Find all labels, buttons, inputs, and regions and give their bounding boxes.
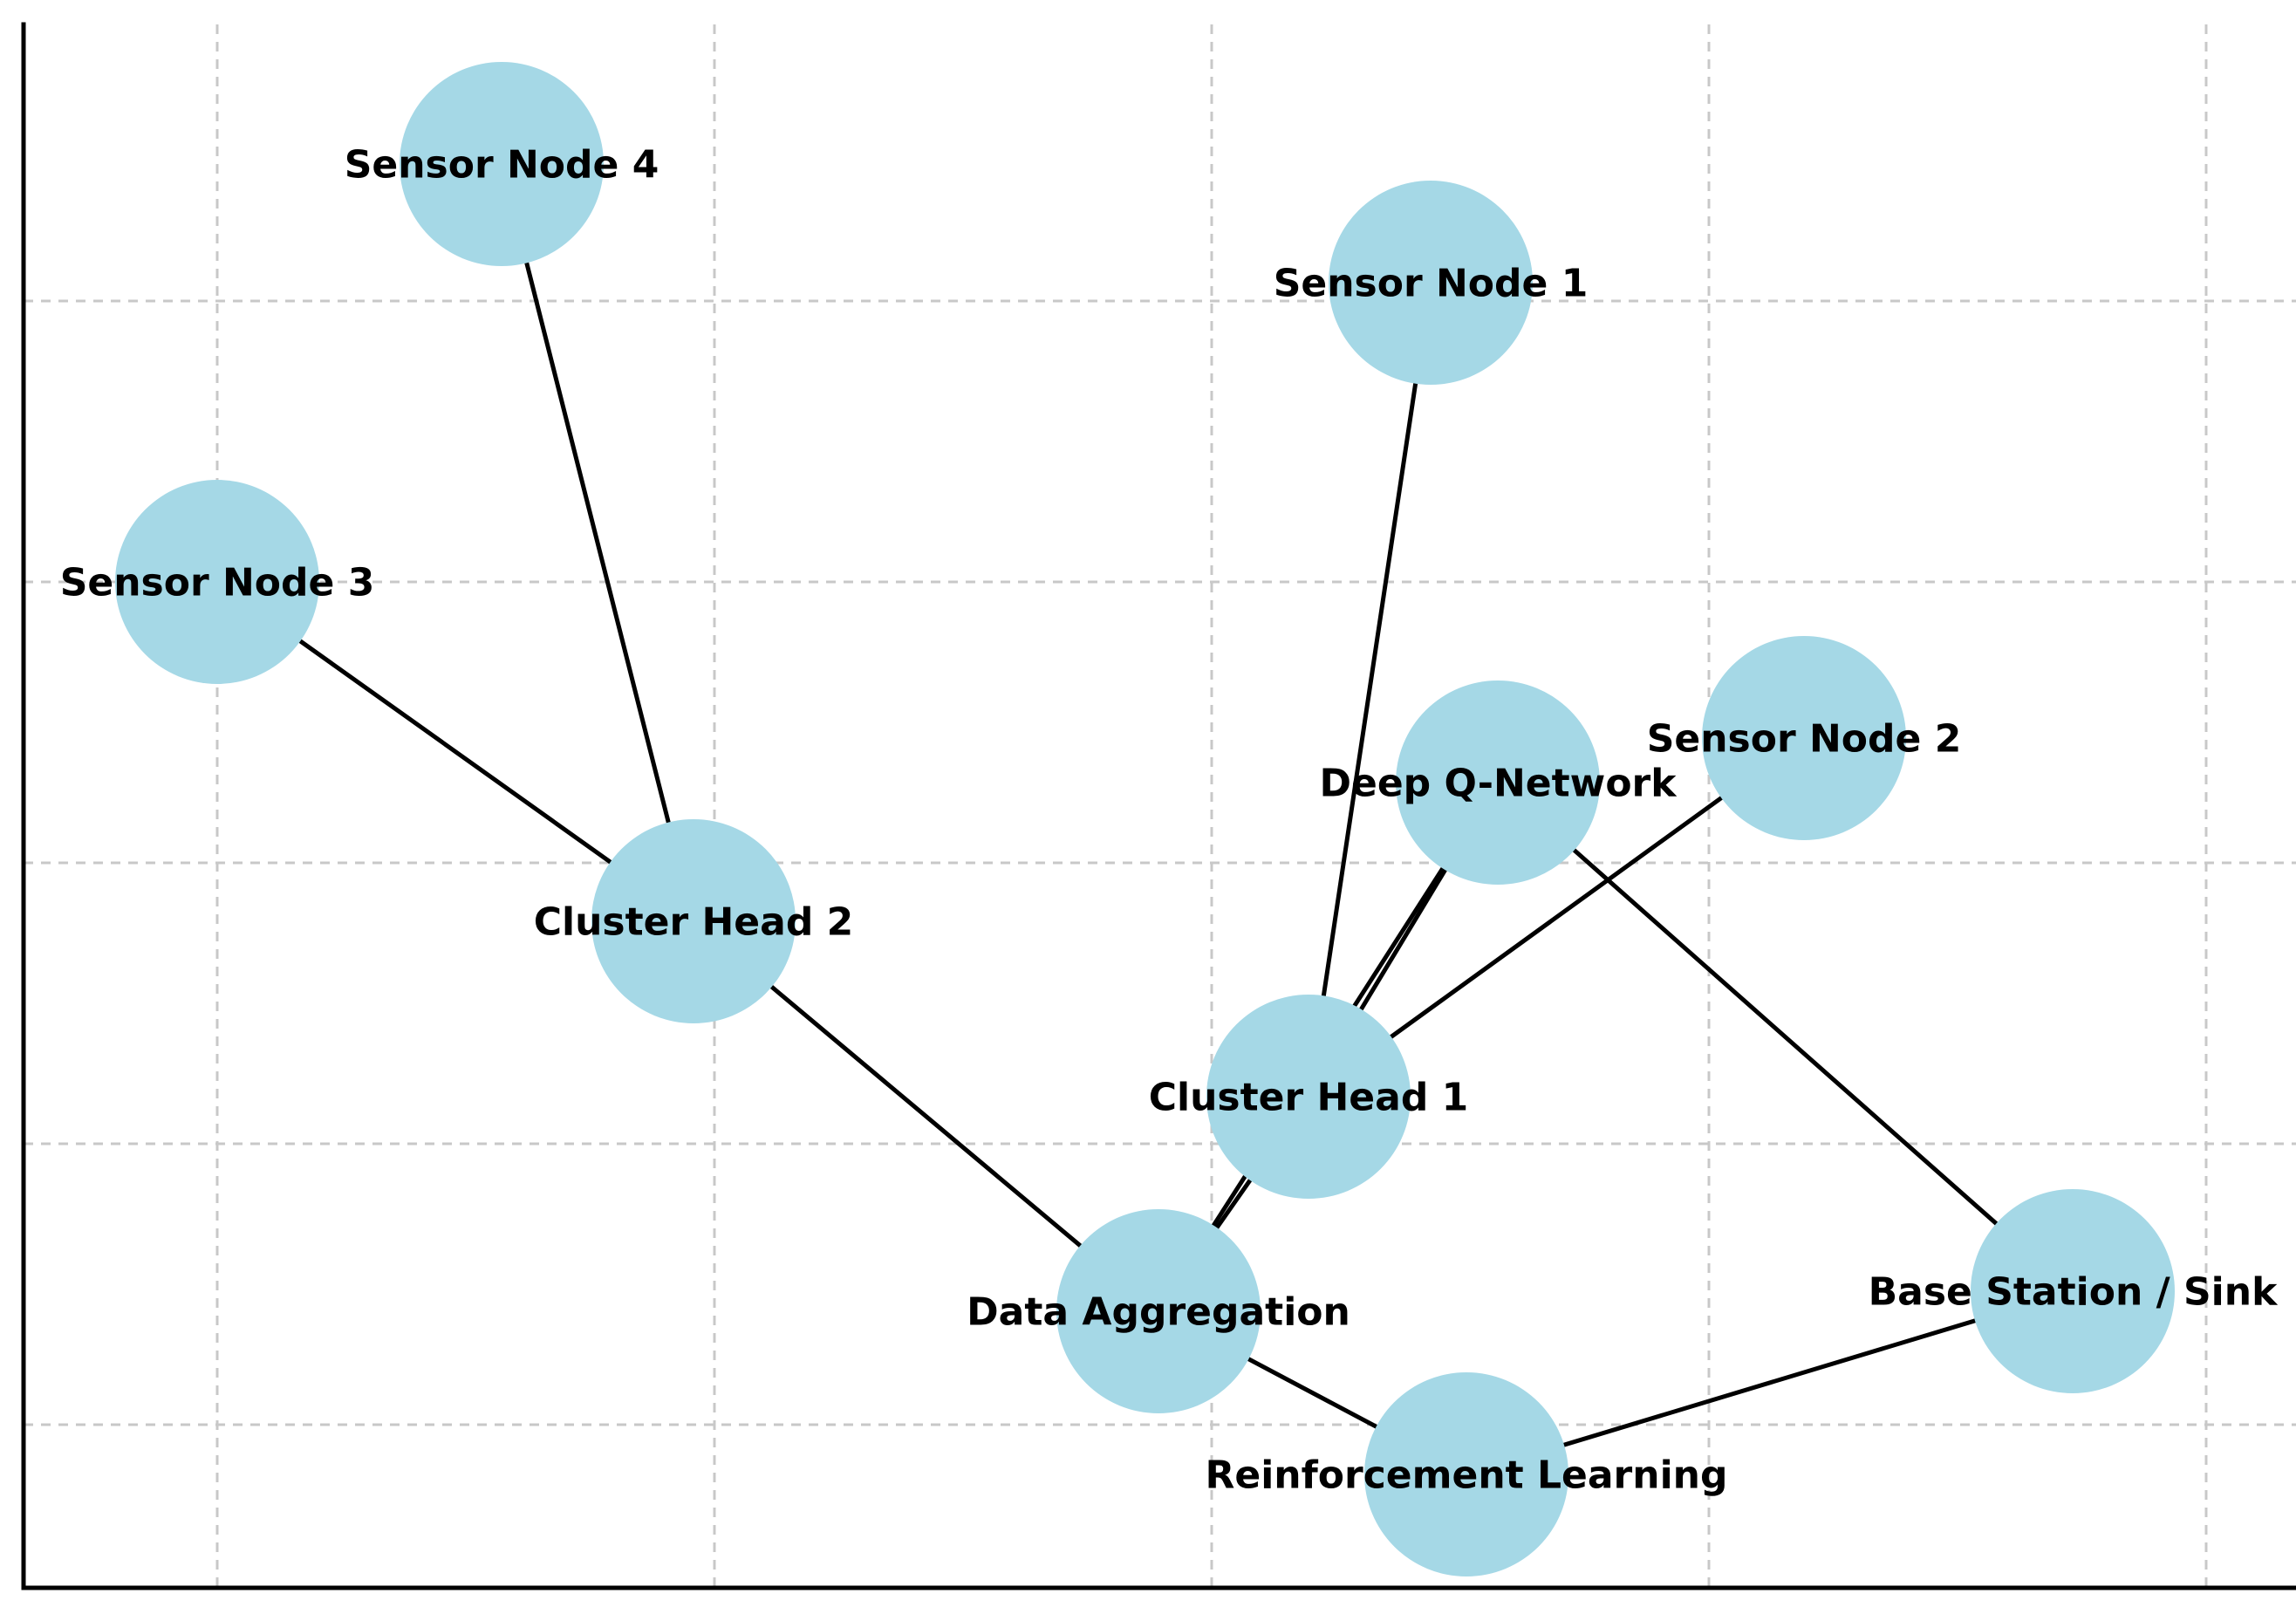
node-label-reinforcement-learning: Reinforcement Learning — [1206, 1453, 1728, 1497]
nodes-layer — [115, 62, 2175, 1576]
node-label-cluster-head-1: Cluster Head 1 — [1149, 1075, 1469, 1119]
labels-layer: Sensor Node 4 Sensor Node 1 Sensor Node 3 S… — [60, 142, 2279, 1497]
node-reinforcement-learning — [1364, 1372, 1568, 1576]
node-label-sensor-node-1: Sensor Node 1 — [1274, 261, 1589, 305]
spines-layer — [21, 22, 2296, 1590]
edge-sensor-node-4--cluster-head-2 — [499, 161, 696, 924]
edge-deep-q-network--base-station-sink — [1495, 780, 2075, 1294]
node-label-data-aggregation: Data Aggregation — [967, 1289, 1350, 1334]
node-label-sensor-node-4: Sensor Node 4 — [345, 142, 659, 187]
node-sensor-node-2 — [1702, 636, 1906, 840]
node-label-deep-q-network: Deep Q-Network — [1319, 761, 1678, 805]
node-data-aggregation — [1056, 1209, 1261, 1413]
node-label-sensor-node-2: Sensor Node 2 — [1647, 716, 1962, 761]
node-deep-q-network — [1396, 680, 1600, 885]
node-sensor-node-3 — [115, 480, 319, 684]
node-sensor-node-4 — [400, 62, 604, 266]
node-label-cluster-head-2: Cluster Head 2 — [534, 899, 854, 944]
edge-sensor-node-1--cluster-head-1 — [1306, 280, 1433, 1099]
node-cluster-head-2 — [591, 819, 796, 1023]
node-sensor-node-1 — [1329, 181, 1533, 385]
grid-layer — [24, 24, 2296, 1588]
edge-reinforcement-learning--base-station-sink — [1464, 1289, 2075, 1477]
node-label-sensor-node-3: Sensor Node 3 — [60, 560, 375, 605]
node-base-station-sink — [1971, 1189, 2175, 1393]
node-label-base-station-sink: Base Station / Sink — [1869, 1269, 2279, 1314]
node-cluster-head-1 — [1206, 995, 1411, 1199]
